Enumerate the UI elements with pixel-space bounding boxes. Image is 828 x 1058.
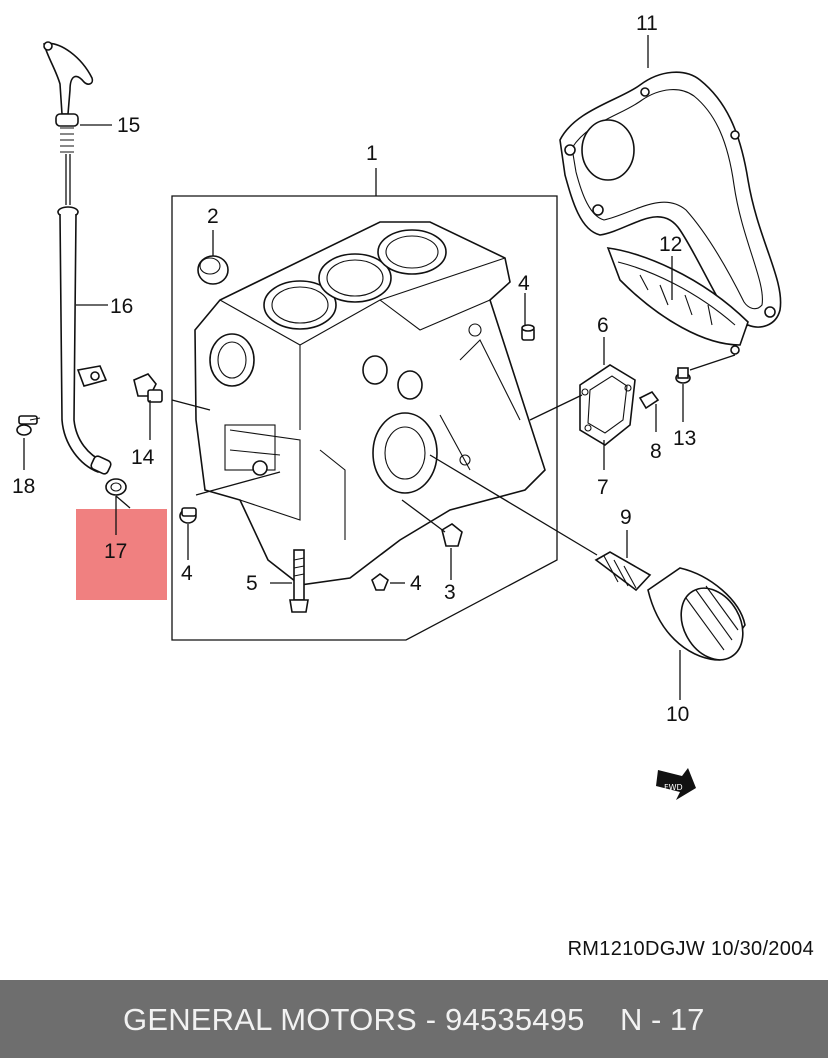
callout-16: 16 bbox=[110, 295, 133, 318]
callout-11: 11 bbox=[636, 12, 658, 35]
callout-13: 13 bbox=[673, 427, 696, 450]
main-bolt bbox=[289, 549, 309, 613]
callout-10: 10 bbox=[666, 703, 689, 726]
callout-8: 8 bbox=[650, 440, 662, 463]
callout-15: 15 bbox=[117, 114, 140, 137]
callout-17: 17 bbox=[104, 540, 127, 563]
oil-separator-plate bbox=[606, 247, 749, 355]
callout-1: 1 bbox=[366, 142, 378, 165]
filter-stud bbox=[594, 551, 652, 592]
callout-4-left: 4 bbox=[181, 562, 193, 585]
callout-7: 7 bbox=[597, 476, 609, 499]
callout-2: 2 bbox=[207, 205, 219, 228]
drain-plug bbox=[441, 523, 463, 547]
callout-4-top: 4 bbox=[518, 272, 530, 295]
svg-text:FWD: FWD bbox=[664, 783, 683, 792]
callout-4-bottom: 4 bbox=[410, 572, 422, 595]
callout-9: 9 bbox=[620, 506, 632, 529]
front-direction-arrow-icon: FWD bbox=[656, 768, 696, 800]
oil-dipstick bbox=[43, 41, 94, 205]
oil-pressure-switch bbox=[133, 373, 163, 403]
block-frame bbox=[171, 195, 558, 641]
callout-5: 5 bbox=[246, 572, 258, 595]
drawing-reference-code: RM1210DGJW 10/30/2004 bbox=[567, 938, 814, 960]
side-cover bbox=[579, 364, 636, 446]
callout-18: 18 bbox=[12, 475, 35, 498]
oil-filter bbox=[647, 567, 746, 661]
callout-12: 12 bbox=[659, 233, 682, 256]
leader-lines bbox=[23, 35, 736, 700]
callout-6: 6 bbox=[597, 314, 609, 337]
tube-bolt bbox=[16, 415, 41, 436]
callout-14: 14 bbox=[131, 446, 155, 469]
cover-bolt bbox=[638, 390, 660, 410]
core-plug bbox=[197, 255, 229, 285]
plate-bolt bbox=[675, 367, 691, 384]
footer-page-number: N - 17 bbox=[620, 1002, 705, 1037]
footer-bar bbox=[0, 980, 828, 1058]
plug-left bbox=[179, 507, 197, 524]
plug-bottom bbox=[371, 573, 389, 591]
callout-3: 3 bbox=[444, 581, 456, 604]
part-17-highlight bbox=[76, 509, 167, 600]
dipstick-tube bbox=[57, 206, 112, 475]
rear-cover-gasket bbox=[559, 71, 782, 332]
engine-block-diagram: FWD 1 2 3 4 4 4 5 6 7 8 9 10 bbox=[12, 12, 782, 800]
plug-top-right bbox=[521, 324, 535, 341]
cylinder-block bbox=[194, 221, 546, 586]
footer-part-title: GENERAL MOTORS - 94535495 bbox=[123, 1002, 585, 1037]
dipstick-tube-o-ring bbox=[105, 478, 127, 496]
